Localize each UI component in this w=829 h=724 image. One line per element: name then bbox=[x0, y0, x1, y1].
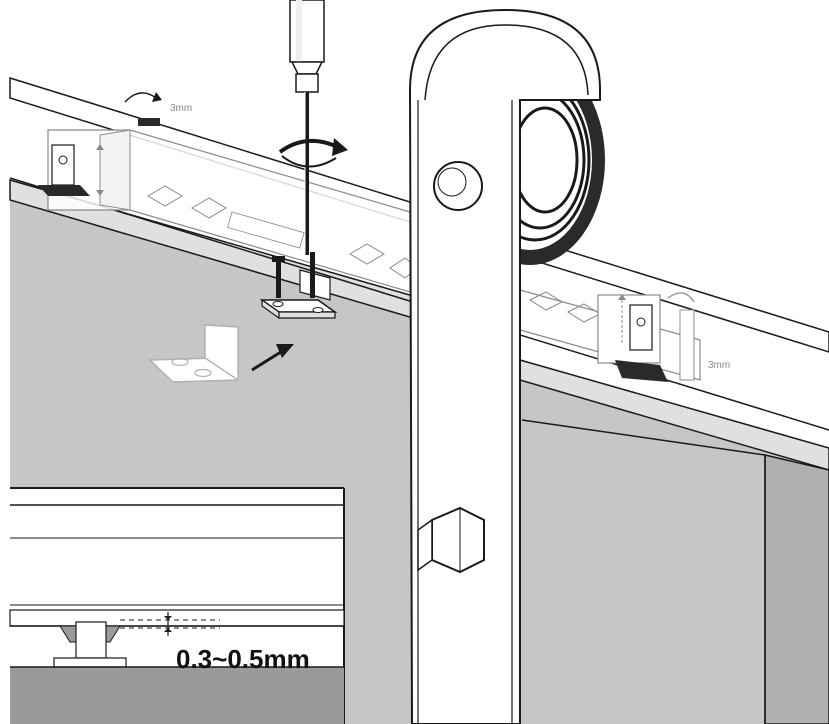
rotate-arrow-icon bbox=[278, 138, 348, 168]
axle-bolt-icon bbox=[433, 161, 483, 211]
clearance-label-left: 3mm bbox=[170, 103, 192, 114]
bolt-icon bbox=[272, 252, 315, 298]
floor-guide-installed bbox=[259, 269, 338, 320]
damper-housing-left bbox=[38, 92, 419, 293]
clearance-label-right: 3mm bbox=[708, 360, 730, 371]
inset-detail bbox=[9, 487, 345, 724]
insert-arrow-icon bbox=[251, 344, 294, 372]
gap-measurement-label: 0.3~0.5mm bbox=[176, 644, 310, 674]
damper-housing-right bbox=[519, 289, 701, 382]
nut-icon bbox=[417, 506, 485, 574]
floor-guide-loose bbox=[148, 324, 240, 383]
screwdriver-icon bbox=[289, 0, 325, 255]
